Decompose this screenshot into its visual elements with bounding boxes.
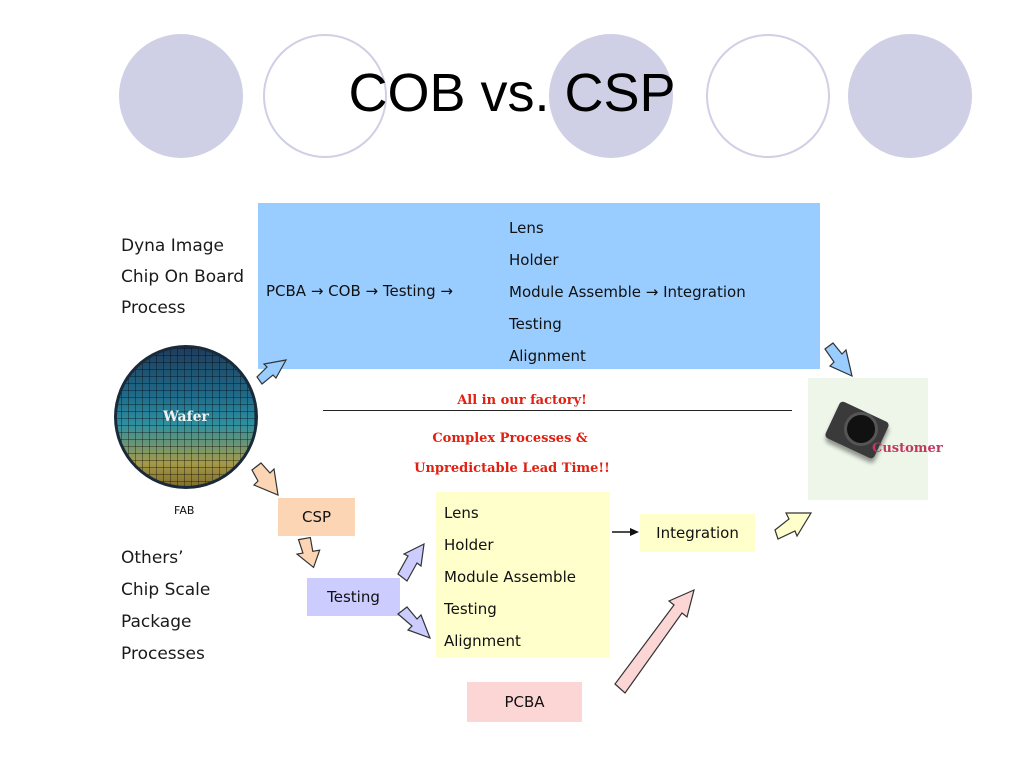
decor-circle-5 [848, 34, 972, 158]
csp-label-line: Others’ [121, 548, 184, 568]
csp-box-label: CSP [301, 508, 332, 526]
arrow-wafer-to-cob [256, 359, 288, 385]
testing-box: Testing [307, 578, 400, 616]
integration-box: Integration [640, 514, 755, 552]
divider-line [323, 410, 792, 411]
csp-label-line: Processes [121, 644, 205, 664]
camera-lens-graphic [844, 412, 878, 446]
integration-box-label: Integration [656, 524, 739, 542]
cob-flow-box: PCBA → COB → Testing → Lens Holder Modul… [258, 203, 820, 369]
csp-box: CSP [278, 498, 355, 536]
decor-circle-4 [706, 34, 830, 158]
arrow-testing-to-holder [397, 542, 425, 582]
cob-step: Holder [509, 251, 559, 269]
cob-step: Module Assemble → Integration [509, 283, 746, 301]
arrow-cob-to-customer [824, 342, 853, 378]
pcba-box-label: PCBA [504, 693, 545, 711]
pcba-box: PCBA [467, 682, 582, 722]
arrow-csp-to-testing [295, 536, 321, 569]
csp-steps-box: Lens Holder Module Assemble Testing Alig… [436, 492, 610, 658]
wafer-label: Wafer [163, 409, 209, 425]
cob-process-label: Dyna Image Chip On Board Process [121, 231, 244, 324]
fab-label: FAB [174, 504, 195, 517]
cob-step: Testing [509, 315, 562, 333]
cob-label-line: Process [121, 298, 186, 318]
arrow-integration-to-customer [774, 512, 813, 540]
arrow-steps-to-integration-head [630, 528, 639, 536]
arrow-pcba-to-integration [614, 588, 695, 694]
customer-label: Customer [872, 441, 943, 456]
cob-step: Lens [509, 219, 544, 237]
cob-flow-start: PCBA → COB → Testing → [266, 282, 453, 300]
decor-circle-1 [119, 34, 243, 158]
csp-step: Alignment [444, 632, 521, 650]
csp-step: Lens [444, 504, 479, 522]
csp-step: Holder [444, 536, 494, 554]
csp-process-label: Others’ Chip Scale Package Processes [121, 542, 210, 670]
slide-title: COB vs. CSP [348, 63, 676, 123]
arrow-wafer-to-csp [251, 462, 279, 496]
customer-image: Customer [808, 378, 943, 500]
testing-box-label: Testing [327, 588, 380, 606]
decor-circle-2 [263, 34, 387, 158]
arrow-testing-to-alignment [397, 606, 432, 640]
complex-note-line1: Complex Processes & [432, 431, 588, 446]
cob-label-line: Dyna Image [121, 236, 224, 256]
csp-label-line: Package [121, 612, 192, 632]
csp-label-line: Chip Scale [121, 580, 211, 600]
decor-circle-3 [549, 34, 673, 158]
complex-note-line2: Unpredictable Lead Time!! [414, 461, 610, 476]
cob-steps-list: Lens Holder Module Assemble → Integratio… [509, 212, 746, 372]
csp-step: Module Assemble [444, 568, 576, 586]
csp-step: Testing [444, 600, 497, 618]
wafer-image: Wafer [114, 345, 258, 489]
cob-label-line: Chip On Board [121, 267, 245, 287]
cob-step: Alignment [509, 347, 586, 365]
factory-note: All in our factory! [457, 393, 587, 408]
